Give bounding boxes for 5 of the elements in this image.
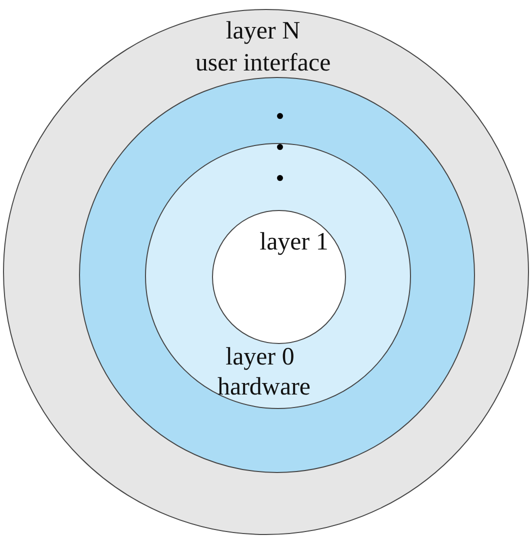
layer-label: layer N [226,18,300,44]
layer-label: layer 1 [260,230,328,254]
layer-label: layer 0 [226,344,294,370]
layer-label: user interface [195,50,331,76]
layer-label: hardware [218,374,310,400]
